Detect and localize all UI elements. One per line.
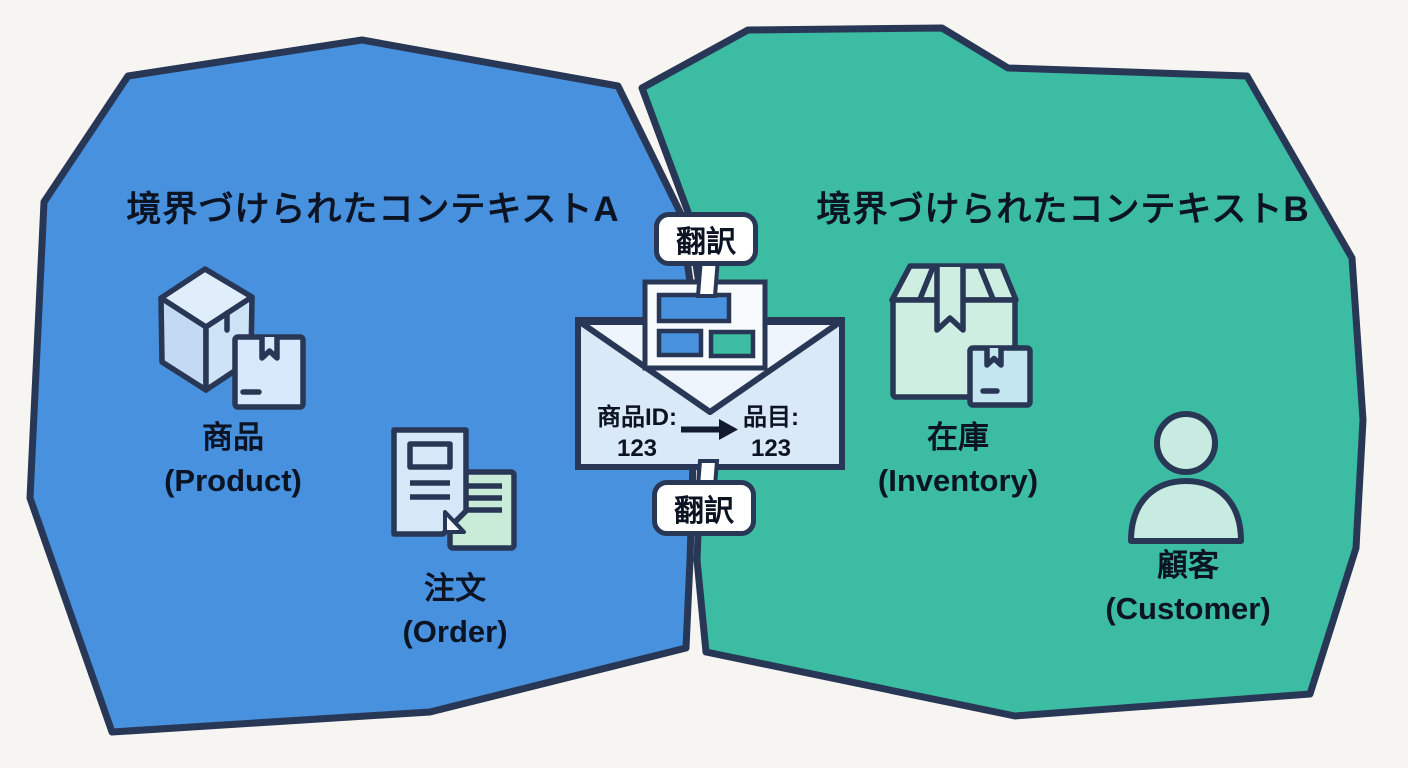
product-label: 商品 (Product) <box>108 417 358 503</box>
translation-badge-bottom: 翻訳 <box>652 480 756 536</box>
customer-label: 顧客 (Customer) <box>1062 545 1314 631</box>
translation-badge-top: 翻訳 <box>654 212 758 266</box>
context-b-title: 境界づけられたコンテキストB <box>816 190 1310 229</box>
context-a-title: 境界づけられたコンテキストA <box>126 190 620 229</box>
product-label-ja: 商品 <box>202 420 264 455</box>
mapping-to-value: 123 <box>750 434 792 462</box>
mapping-from: 商品ID: 123 <box>578 403 696 464</box>
customer-label-en: (Customer) <box>1105 590 1271 626</box>
inventory-label-ja: 在庫 <box>927 420 989 455</box>
order-label: 注文 (Order) <box>330 568 580 654</box>
inventory-box-icon <box>889 263 1033 408</box>
order-label-ja: 注文 <box>424 571 486 606</box>
mapping-card-left-rect <box>656 328 704 358</box>
context-a-region <box>26 36 701 736</box>
mapping-to: 品目: 123 <box>716 403 826 464</box>
mapping-card-wide-rect <box>656 292 732 324</box>
mapping-from-label: 商品ID: <box>597 404 677 431</box>
inventory-label-en: (Inventory) <box>877 462 1039 498</box>
order-documents-icon <box>391 427 517 551</box>
mapping-from-value: 123 <box>616 434 658 462</box>
order-label-en: (Order) <box>402 613 508 649</box>
customer-label-ja: 顧客 <box>1157 548 1219 583</box>
product-label-en: (Product) <box>164 462 302 498</box>
mapping-arrow-icon <box>681 419 738 440</box>
mapping-card-right-rect <box>708 329 756 359</box>
mapping-to-label: 品目: <box>743 404 799 431</box>
inventory-label: 在庫 (Inventory) <box>833 417 1083 503</box>
translation-envelope <box>575 256 845 488</box>
customer-person-icon <box>1128 411 1244 544</box>
product-boxes-icon <box>158 266 306 410</box>
